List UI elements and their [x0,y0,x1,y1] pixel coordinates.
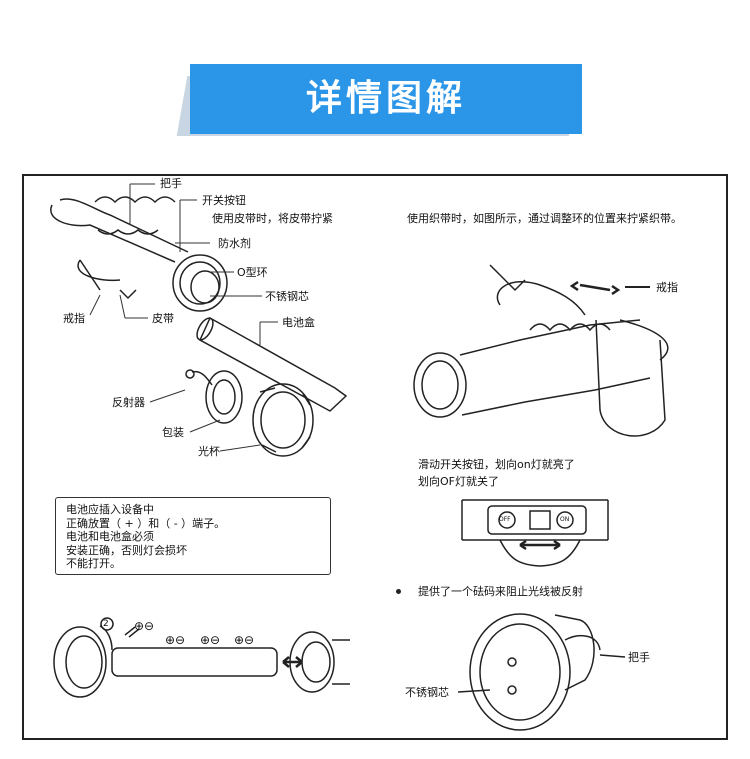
hand-flashlight-illustration [413,264,669,437]
label-o-ring: O型环 [237,266,268,279]
note-line: 不能打开。 [66,557,121,570]
label-ring: 戒指 [63,312,85,325]
bullet-dot [396,589,401,594]
label-waterproof: 防水剂 [218,237,251,250]
switch-panel-illustration [461,499,609,567]
polarity-mark: ⊕⊖ [234,633,255,647]
leader-lines [89,183,278,452]
label-lanyard-tip: 使用织带时，如图所示，通过调整环的位置来拧紧织带。 [407,212,682,225]
polarity-mark: ⊕⊖ [165,633,186,647]
label-off: OFF [499,516,511,523]
label-battery-box: 电池盒 [282,316,315,329]
label-handle-right: 把手 [628,651,650,664]
label-counterweight-tip: 提供了一个砝码来阻止光线被反射 [418,585,583,598]
header-title: 详情图解 [305,78,466,119]
note-line: 电池应插入设备中 [66,503,154,516]
label-steel-core: 不锈钢芯 [265,290,309,303]
note-line: 电池和电池盒必须 [66,530,154,543]
polarity-mark: ⊕⊖ [200,633,221,647]
label-packaging: 包装 [162,426,184,439]
section-header: 详情图解 [176,64,582,136]
label-ring-right: 戒指 [656,281,678,294]
label-switch-tip-line2: 划向OF灯就关了 [418,475,499,488]
flashlight-exploded-left [50,196,228,312]
label-reflector: 反射器 [112,396,145,409]
header-band [190,64,582,134]
diagram-frame [22,174,728,740]
label-on: ON [560,516,570,523]
label-lamp-cup: 光杯 [198,445,220,458]
label-switch-button: 开关按钮 [202,194,246,207]
lamp-cup-illustration [252,383,314,457]
battery-box-illustration [196,316,348,412]
label-leather-strap: 皮带 [152,312,174,325]
battery-note-box: 电池应插入设备中 正确放置（ + ）和（ - ）端子。 电池和电池盒必须 安装正… [55,497,331,575]
label-steel-core-right: 不锈钢芯 [405,686,449,699]
head-core-illustration [457,613,626,731]
label-switch-tip-line1: 滑动开关按钮，划向on灯就亮了 [418,458,575,471]
label-strap-tip: 使用皮带时，将皮带拧紧 [212,212,333,225]
label-handle: 把手 [160,177,182,190]
polarity-mark: ⊕⊖ [134,619,155,633]
note-line: 正确放置（ + ）和（ - ）端子。 [66,516,226,530]
reflector-illustration [185,369,243,424]
step-number: 2 [103,619,109,629]
battery-insertion-illustration [53,617,350,698]
note-line: 安装正确，否则灯会损坏 [66,543,187,557]
